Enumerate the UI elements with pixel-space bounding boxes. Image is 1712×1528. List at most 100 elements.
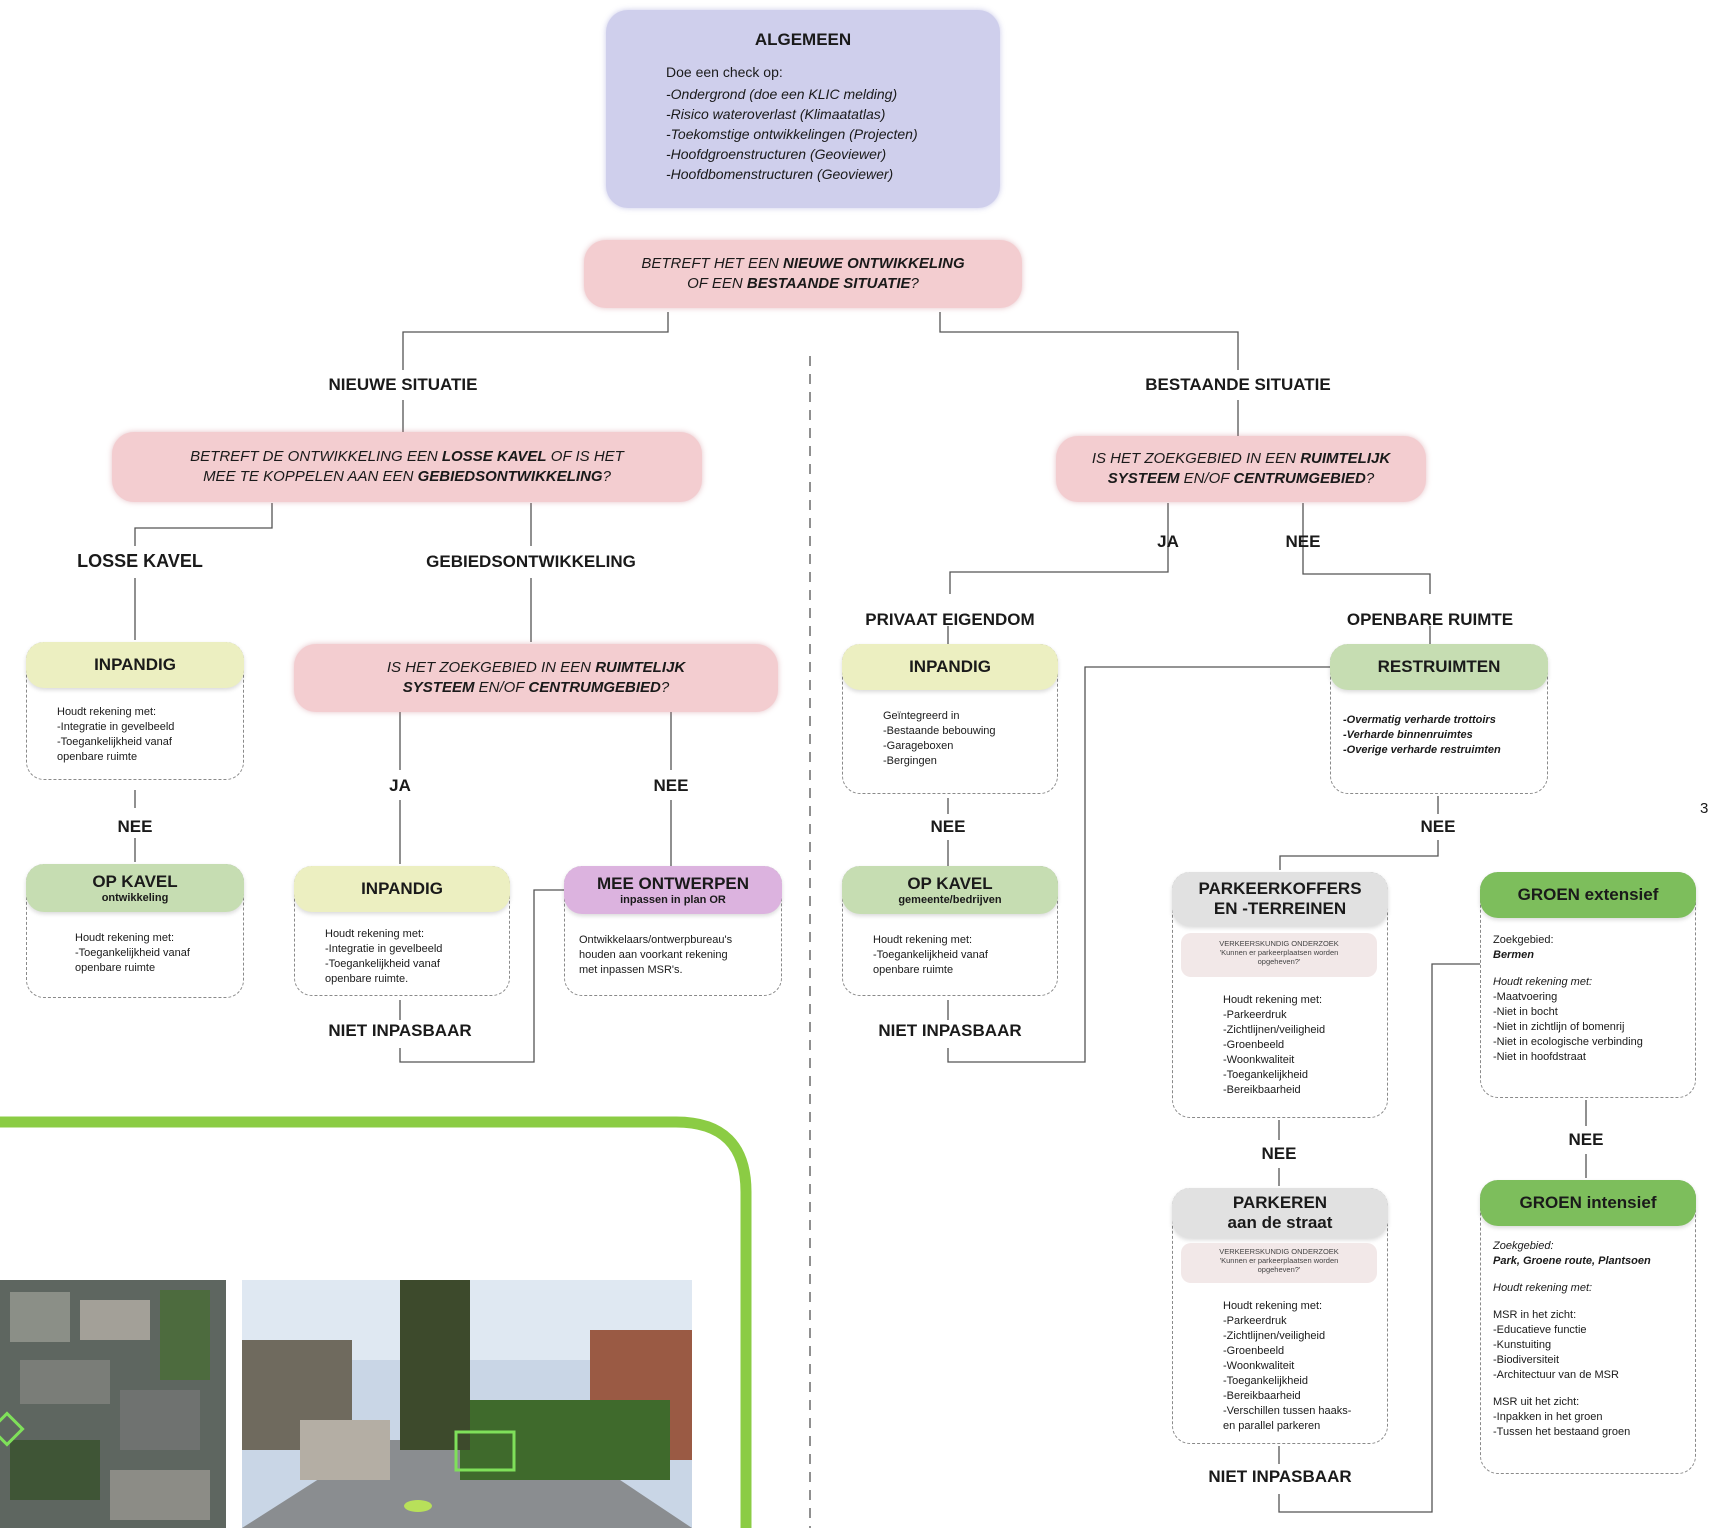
verkeer-onderzoek-note: VERKEERSKUNDIG ONDERZOEK 'Kunnen er park… — [1181, 1243, 1377, 1283]
box-line: -Garageboxen — [883, 740, 954, 752]
algemeen-title: ALGEMEEN — [754, 30, 852, 49]
box-line: Houdt rekening met: — [325, 928, 425, 940]
label-nee: NEE — [930, 817, 966, 836]
box-line: openbare ruimte — [75, 962, 156, 974]
label-bestaande-situatie: BESTAANDE SITUATIE — [1145, 375, 1331, 394]
groen-extensief-box: GROEN extensief Zoekgebied: Bermen Houdt… — [1480, 872, 1696, 1098]
box-line: Houdt rekening met: — [57, 706, 157, 718]
box-line: MSR in het zicht: — [1493, 1309, 1577, 1321]
green-frame — [0, 1116, 752, 1528]
box-line: Houdt rekening met: — [1493, 1282, 1593, 1294]
box-line: -Overige verharde restruimten — [1343, 744, 1501, 756]
note-line: opgeheven?' — [1257, 1265, 1301, 1274]
box-line: -Woonkwaliteit — [1223, 1360, 1295, 1372]
groen-intensief-box: GROEN intensief Zoekgebied: Park, Groene… — [1480, 1180, 1696, 1474]
box-line: -Groenbeeld — [1223, 1039, 1285, 1051]
question-zoekgebied-gebied: IS HET ZOEKGEBIED IN EEN RUIMTELIJK SYST… — [294, 644, 778, 712]
box-line: -Bereikbaarheid — [1223, 1390, 1301, 1402]
box-line: -Overmatig verharde trottoirs — [1343, 714, 1496, 726]
label-niet-inpasbaar: NIET INPASBAAR — [878, 1021, 1022, 1040]
box-title: aan de straat — [1227, 1213, 1333, 1232]
box-line: Houdt rekening met: — [1223, 1300, 1323, 1312]
box-line: -Niet in bocht — [1493, 1006, 1558, 1018]
box-line: -Toegankelijkheid vanaf — [75, 947, 190, 959]
box-line: -Zichtlijnen/veiligheid — [1223, 1024, 1326, 1036]
restruimten-box: RESTRUIMTEN -Overmatig verharde trottoir… — [1330, 644, 1548, 794]
algemeen-box: ALGEMEEN Doe een check op: -Ondergrond (… — [606, 10, 1000, 208]
label-niet-inpasbaar: NIET INPASBAAR — [328, 1021, 472, 1040]
box-line: -Groenbeeld — [1223, 1345, 1285, 1357]
label-privaat-eigendom: PRIVAAT EIGENDOM — [865, 610, 1035, 629]
label-openbare-ruimte: OPENBARE RUIMTE — [1346, 610, 1514, 629]
box-line: -Kunstuiting — [1493, 1339, 1552, 1351]
box-title: INPANDIG — [909, 657, 991, 676]
box-line: -Parkeerdruk — [1223, 1315, 1287, 1327]
box-line: -Inpakken in het groen — [1493, 1411, 1603, 1423]
algemeen-item: -Hoofdbomenstructuren (Geoviewer) — [666, 166, 894, 182]
algemeen-item: -Hoofdgroenstructuren (Geoviewer) — [666, 146, 887, 162]
algemeen-intro: Doe een check op: — [666, 64, 783, 80]
box-line: -Toegankelijkheid vanaf — [873, 949, 988, 961]
box-subtitle: gemeente/bedrijven — [898, 893, 1002, 906]
page-number: 3 — [1700, 800, 1709, 817]
box-subtitle: ontwikkeling — [101, 891, 169, 904]
box-title: EN -TERREINEN — [1213, 899, 1347, 918]
question-zoekgebied-bestaand: IS HET ZOEKGEBIED IN EEN RUIMTELIJK SYST… — [1056, 436, 1426, 502]
label-niet-inpasbaar: NIET INPASBAAR — [1208, 1467, 1352, 1486]
box-title: OP KAVEL — [92, 871, 178, 891]
box-title: MEE ONTWERPEN — [596, 873, 750, 893]
box-line: -Niet in hoofdstraat — [1493, 1051, 1586, 1063]
box-line: MSR uit het zicht: — [1493, 1396, 1580, 1408]
label-nee: NEE — [1285, 532, 1321, 551]
algemeen-item: -Toekomstige ontwikkelingen (Projecten) — [666, 126, 918, 142]
question-nieuw-of-bestaand: BETREFT HET EEN NIEUWE ONTWIKKELING OF E… — [584, 240, 1022, 308]
box-title: INPANDIG — [94, 655, 176, 674]
box-title: PARKEREN — [1232, 1193, 1328, 1212]
box-line: Houdt rekening met: — [873, 934, 973, 946]
box-line: -Integratie in gevelbeeld — [325, 943, 443, 955]
question-losse-kavel: BETREFT DE ONTWIKKELING EEN LOSSE KAVEL … — [112, 432, 702, 502]
algemeen-item: -Risico wateroverlast (Klimaatatlas) — [666, 106, 886, 122]
losse-kavel-inpandig: INPANDIG Houdt rekening met: -Integratie… — [26, 642, 244, 780]
note-line: VERKEERSKUNDIG ONDERZOEK — [1219, 939, 1339, 948]
label-nieuwe-situatie: NIEUWE SITUATIE — [328, 375, 478, 394]
label-ja: JA — [1157, 532, 1179, 551]
box-line: -Maatvoering — [1493, 991, 1558, 1003]
box-line: Houdt rekening met: — [1223, 994, 1323, 1006]
box-line: -Woonkwaliteit — [1223, 1054, 1295, 1066]
box-line: -Educatieve functie — [1493, 1324, 1587, 1336]
box-line: -Verharde binnenruimtes — [1343, 729, 1473, 741]
box-line: met inpassen MSR's. — [579, 964, 683, 976]
label-nee: NEE — [1261, 1144, 1297, 1163]
box-line: -Integratie in gevelbeeld — [57, 721, 175, 733]
box-line: -Niet in ecologische verbinding — [1493, 1036, 1643, 1048]
box-line: Zoekgebied: — [1493, 1240, 1554, 1252]
box-line: openbare ruimte. — [325, 973, 409, 985]
box-title: GROEN extensief — [1517, 885, 1659, 904]
label-gebiedsontwikkeling: GEBIEDSONTWIKKELING — [426, 552, 636, 571]
box-line: -Bergingen — [883, 755, 937, 767]
box-line: openbare ruimte — [57, 751, 138, 763]
box-line: en parallel parkeren — [1223, 1420, 1321, 1432]
algemeen-item: -Ondergrond (doe een KLIC melding) — [666, 86, 898, 102]
box-line: Houdt rekening met: — [75, 932, 175, 944]
label-nee: NEE — [653, 776, 689, 795]
box-line: Zoekgebied: — [1493, 934, 1554, 946]
street-photo — [242, 1280, 692, 1528]
privaat-inpandig: INPANDIG Geïntegreerd in -Bestaande bebo… — [842, 644, 1058, 794]
note-line: 'Kunnen er parkeerplaatsen worden — [1219, 948, 1339, 957]
box-line: -Bestaande bebouwing — [883, 725, 996, 737]
label-nee: NEE — [1568, 1130, 1604, 1149]
label-losse-kavel: LOSSE KAVEL — [77, 551, 203, 571]
box-line: -Biodiversiteit — [1493, 1354, 1560, 1366]
note-line: opgeheven?' — [1257, 957, 1301, 966]
box-subtitle: inpassen in plan OR — [620, 893, 726, 906]
box-title: PARKEERKOFFERS — [1198, 879, 1362, 898]
box-title: INPANDIG — [361, 879, 443, 898]
box-line: openbare ruimte — [873, 964, 954, 976]
box-title: GROEN intensief — [1519, 1193, 1657, 1212]
box-line: Bermen — [1493, 949, 1534, 961]
